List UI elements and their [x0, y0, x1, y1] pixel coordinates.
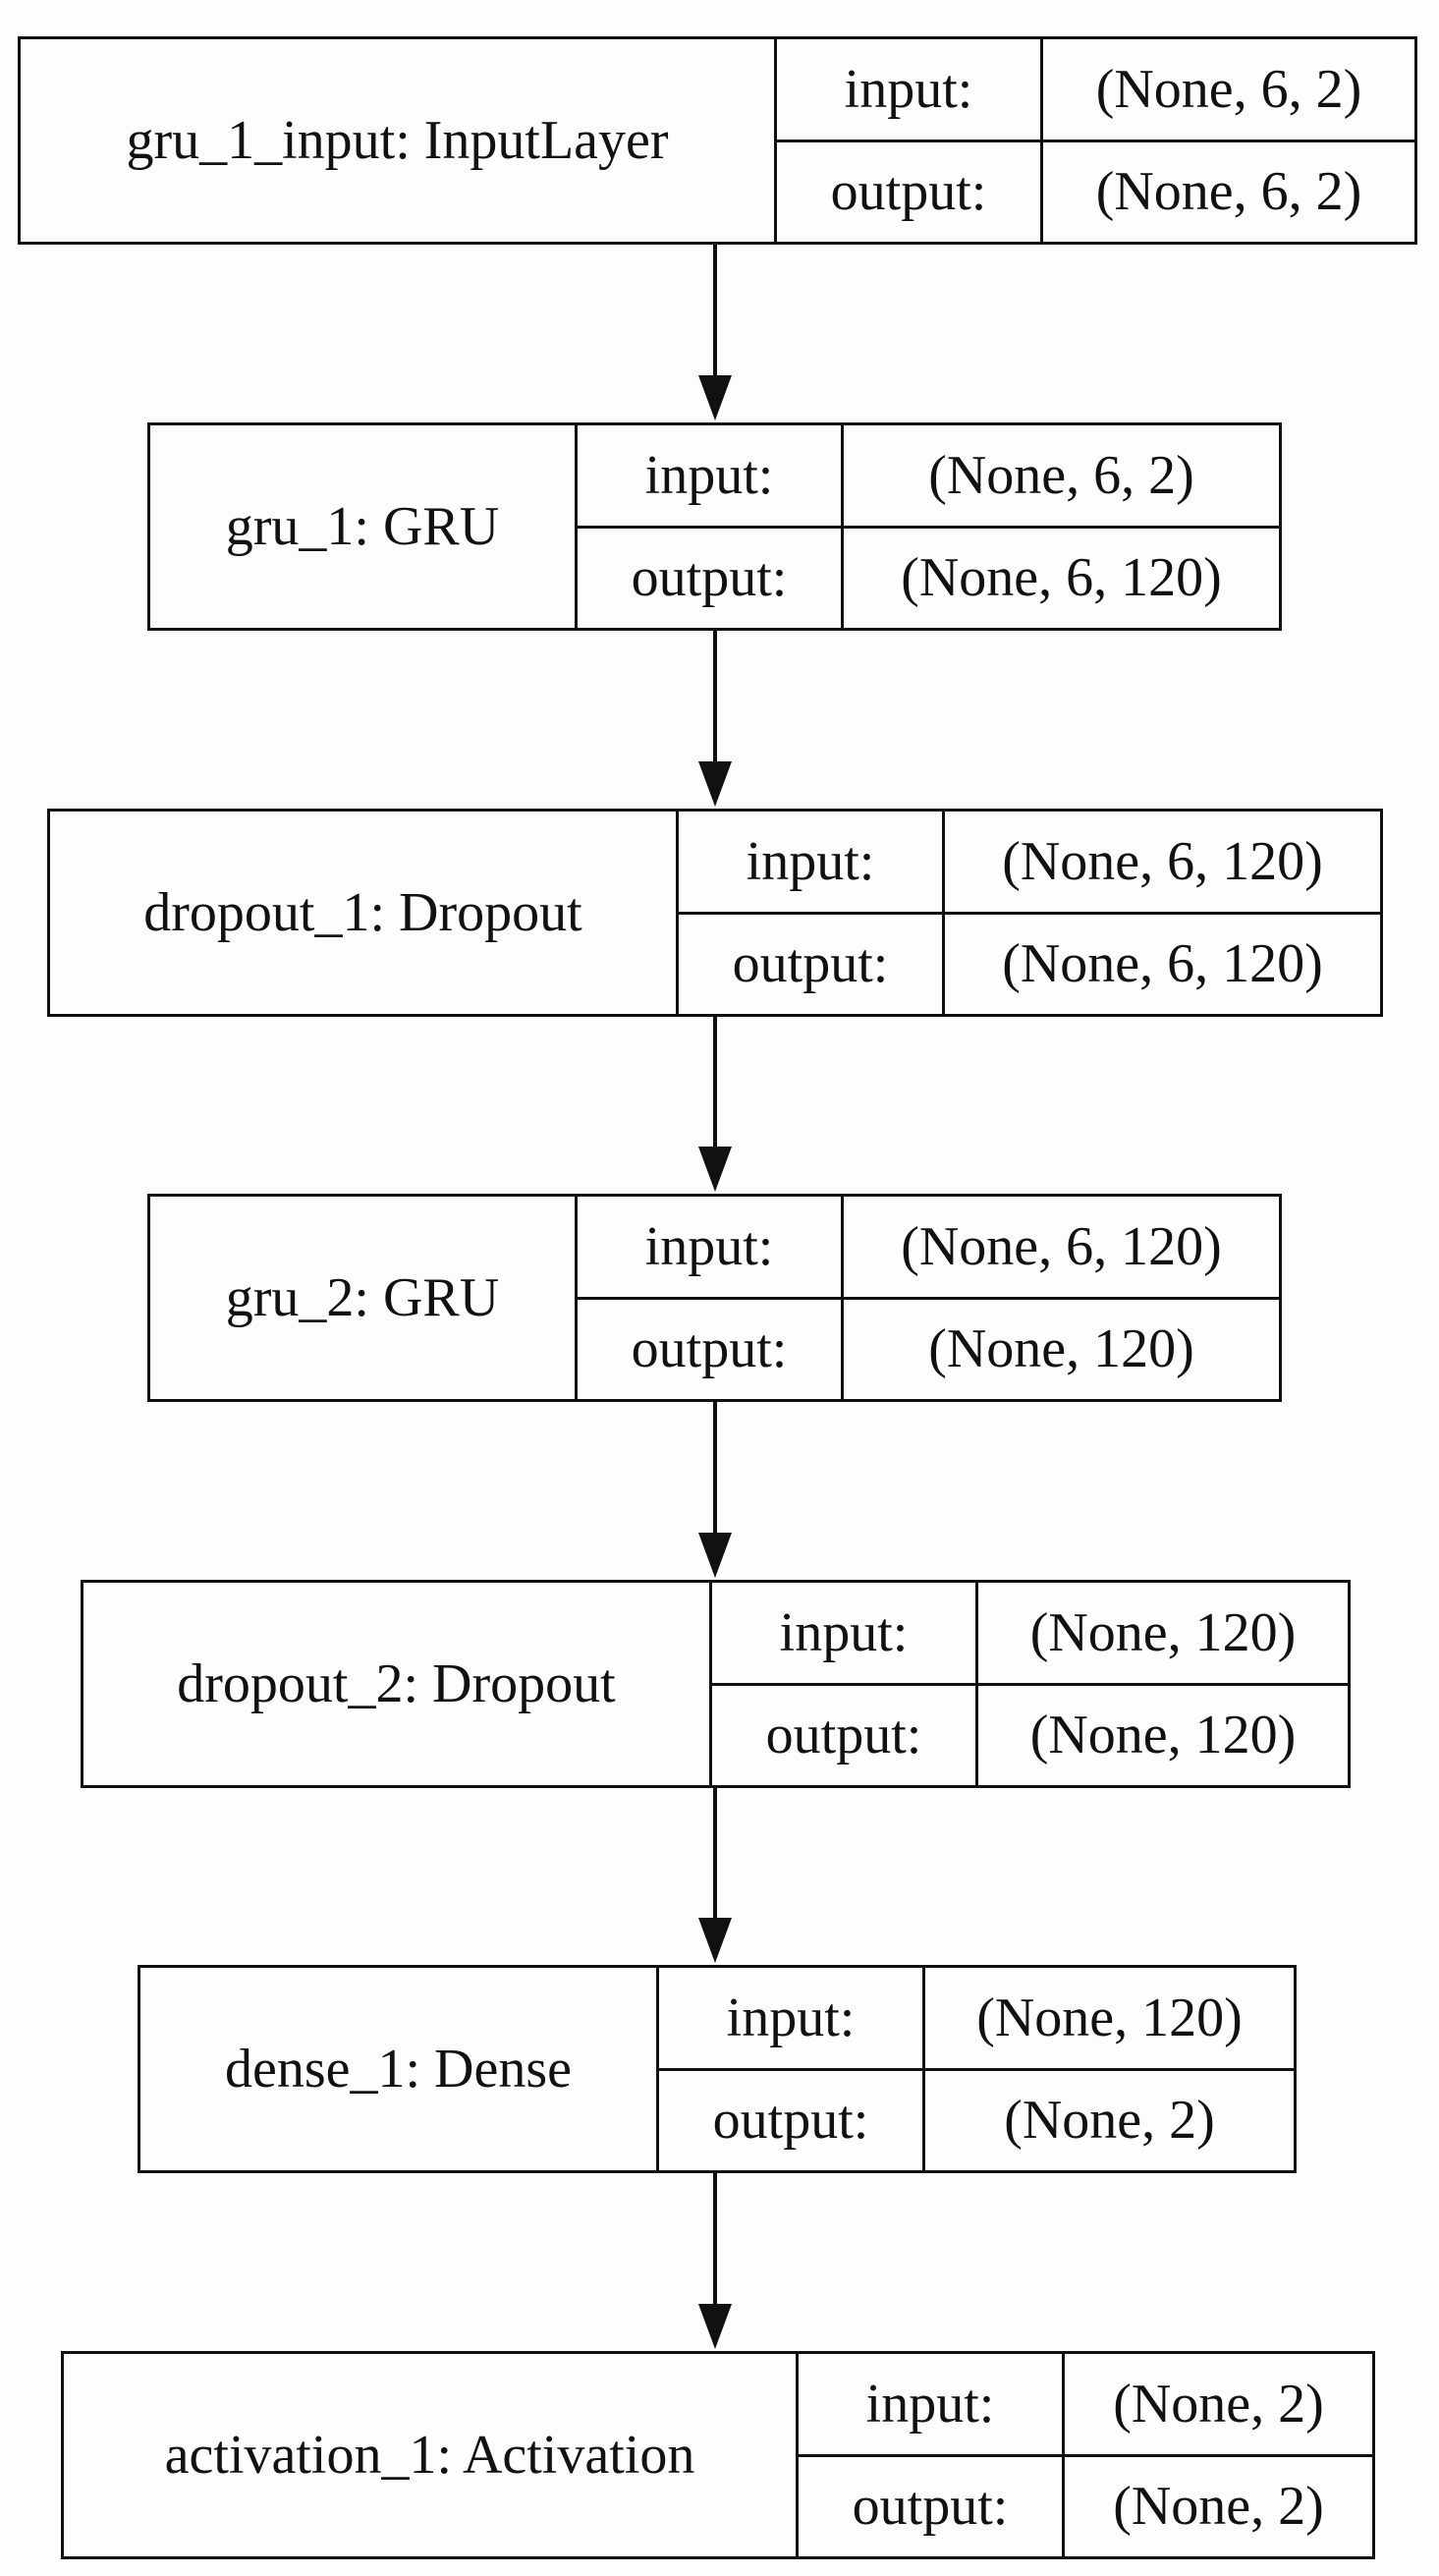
io-label-column: input: output:	[578, 1197, 844, 1399]
io-value-column: (None, 6, 2) (None, 6, 2)	[1043, 39, 1414, 242]
layer-name: gru_2: GRU	[150, 1197, 578, 1399]
output-label: output:	[830, 161, 987, 223]
layer-name: dense_1: Dense	[140, 1968, 659, 2170]
input-label: input:	[578, 425, 841, 529]
output-label: output:	[765, 1705, 922, 1766]
arrow-3-to-4	[698, 1402, 732, 1578]
layer-box-gru-1: gru_1: GRU input: output: (None, 6, 2) (…	[147, 422, 1282, 631]
arrow-0-to-1	[698, 245, 732, 420]
input-label: input:	[712, 1583, 975, 1686]
layer-name: gru_1: GRU	[150, 425, 578, 628]
io-label-column: input: output:	[659, 1968, 925, 2170]
arrow-5-to-6	[698, 2173, 732, 2349]
io-value-column: (None, 120) (None, 120)	[978, 1583, 1348, 1785]
layer-box-input: gru_1_input: InputLayer input: output: (…	[18, 36, 1417, 245]
input-shape: (None, 120)	[978, 1583, 1348, 1686]
input-label: input:	[659, 1968, 922, 2071]
input-shape: (None, 6, 120)	[844, 1197, 1279, 1300]
io-label-column: input: output:	[578, 425, 844, 628]
io-label-column: input: output:	[777, 39, 1043, 242]
output-label: output:	[631, 547, 788, 609]
layer-name: dropout_2: Dropout	[83, 1583, 712, 1785]
io-value-column: (None, 120) (None, 2)	[925, 1968, 1294, 2170]
input-shape: (None, 2)	[1065, 2354, 1372, 2457]
layer-name: activation_1: Activation	[64, 2354, 799, 2556]
input-shape: (None, 6, 120)	[945, 812, 1380, 915]
output-label: output:	[631, 1318, 788, 1380]
output-shape: (None, 6, 120)	[1002, 933, 1323, 995]
output-shape: (None, 6, 120)	[901, 547, 1222, 609]
input-shape: (None, 6, 2)	[844, 425, 1279, 529]
input-label: input:	[799, 2354, 1062, 2457]
output-shape: (None, 2)	[1113, 2476, 1324, 2538]
layer-box-dropout-1: dropout_1: Dropout input: output: (None,…	[47, 809, 1383, 1017]
layer-box-activation-1: activation_1: Activation input: output: …	[61, 2351, 1375, 2559]
output-shape: (None, 120)	[1029, 1705, 1297, 1766]
arrow-1-to-2	[698, 631, 732, 807]
output-label: output:	[712, 2090, 869, 2152]
io-label-column: input: output:	[679, 812, 945, 1014]
layer-box-dropout-2: dropout_2: Dropout input: output: (None,…	[81, 1580, 1351, 1788]
layer-name: gru_1_input: InputLayer	[21, 39, 777, 242]
output-label: output:	[852, 2476, 1009, 2538]
input-label: input:	[777, 39, 1040, 142]
arrow-2-to-3	[698, 1017, 732, 1192]
input-label: input:	[679, 812, 942, 915]
output-shape: (None, 120)	[928, 1318, 1194, 1380]
input-label: input:	[578, 1197, 841, 1300]
input-shape: (None, 120)	[925, 1968, 1294, 2071]
io-value-column: (None, 6, 120) (None, 120)	[844, 1197, 1279, 1399]
io-value-column: (None, 6, 2) (None, 6, 120)	[844, 425, 1279, 628]
output-label: output:	[732, 933, 889, 995]
layer-name: dropout_1: Dropout	[50, 812, 679, 1014]
io-label-column: input: output:	[712, 1583, 978, 1785]
output-shape: (None, 6, 2)	[1095, 161, 1362, 223]
io-value-column: (None, 6, 120) (None, 6, 120)	[945, 812, 1380, 1014]
arrow-4-to-5	[698, 1788, 732, 1963]
layer-box-gru-2: gru_2: GRU input: output: (None, 6, 120)…	[147, 1194, 1282, 1402]
io-label-column: input: output:	[799, 2354, 1065, 2556]
input-shape: (None, 6, 2)	[1043, 39, 1414, 142]
layer-box-dense-1: dense_1: Dense input: output: (None, 120…	[138, 1965, 1297, 2173]
output-shape: (None, 2)	[1004, 2090, 1215, 2152]
io-value-column: (None, 2) (None, 2)	[1065, 2354, 1372, 2556]
